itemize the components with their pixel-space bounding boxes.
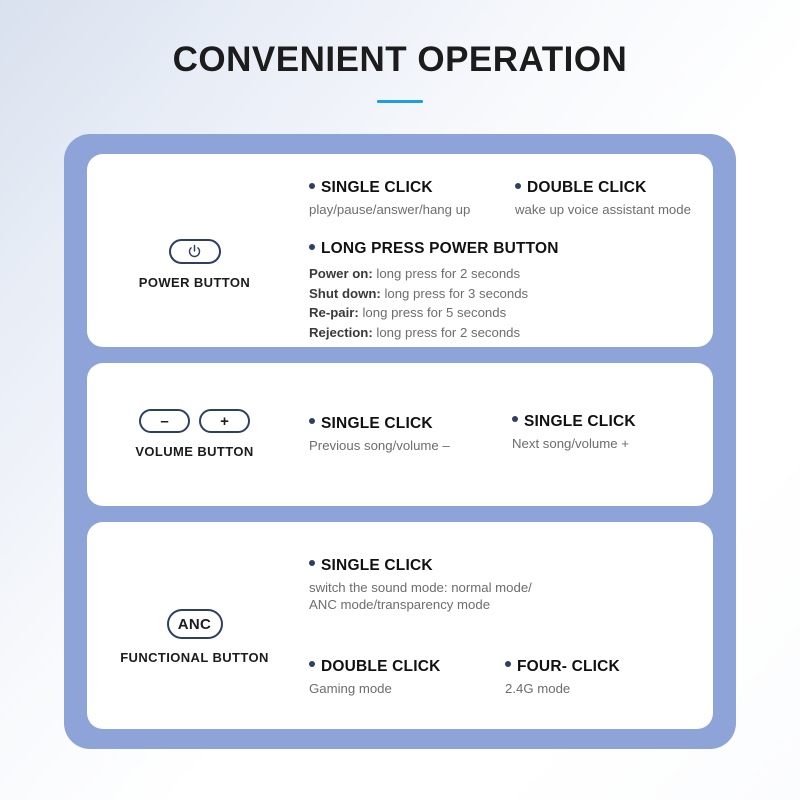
operation-panel: POWER BUTTON SINGLE CLICK play/pause/ans… — [64, 134, 736, 749]
spec-label: Rejection: — [309, 325, 373, 341]
page-title: CONVENIENT OPERATION — [172, 40, 628, 79]
spec-row: Rejection: long press for 2 seconds — [309, 323, 559, 343]
bullet-icon — [309, 182, 315, 189]
card-volume-button: – + VOLUME BUTTON SINGLE CLICK Previous … — [87, 362, 713, 506]
action-heading-text: DOUBLE CLICK — [527, 179, 647, 196]
action-single-click-previous: SINGLE CLICK Previous song/volume – — [309, 415, 450, 455]
bullet-icon — [515, 182, 521, 189]
action-description: Next song/volume + — [512, 435, 629, 451]
power-icon[interactable] — [168, 238, 221, 264]
action-heading: FOUR- CLICK — [505, 658, 620, 675]
volume-button-content: SINGLE CLICK Previous song/volume – SING… — [302, 363, 713, 506]
card-functional-button: ANC FUNCTIONAL BUTTON SINGLE CLICK switc… — [87, 521, 713, 729]
action-heading-text: SINGLE CLICK — [524, 412, 636, 430]
anc-label: ANC — [177, 615, 212, 633]
spec-label: Power on: — [309, 266, 373, 282]
action-heading: SINGLE CLICK — [309, 557, 559, 574]
volume-button-caption: VOLUME BUTTON — [135, 444, 254, 460]
action-single-click: SINGLE CLICK play/pause/answer/hang up — [309, 179, 470, 219]
action-heading-text: SINGLE CLICK — [321, 556, 433, 574]
action-description: play/pause/answer/hang up — [309, 202, 471, 218]
bullet-icon — [309, 243, 315, 250]
anc-icon[interactable]: ANC — [166, 609, 223, 640]
card-power-button: POWER BUTTON SINGLE CLICK play/pause/ans… — [87, 154, 713, 347]
bullet-icon — [309, 560, 315, 567]
action-heading: LONG PRESS POWER BUTTON — [309, 240, 559, 257]
spec-row: Re-pair: long press for 5 seconds — [309, 303, 559, 323]
action-double-click: DOUBLE CLICK wake up voice assistant mod… — [515, 179, 691, 219]
action-double-click: DOUBLE CLICK Gaming mode — [309, 658, 441, 698]
action-description: Previous song/volume – — [309, 437, 450, 453]
plus-sign: + — [220, 412, 229, 430]
action-heading: SINGLE CLICK — [309, 179, 470, 196]
action-single-click: SINGLE CLICK switch the sound mode: norm… — [309, 557, 559, 615]
spec-value: long press for 2 seconds — [376, 266, 521, 282]
action-single-click-next: SINGLE CLICK Next song/volume + — [512, 413, 636, 453]
power-button-icon-group: POWER BUTTON — [87, 154, 302, 347]
spec-value: long press for 2 seconds — [376, 325, 521, 341]
bullet-icon — [309, 418, 315, 425]
action-heading-text: SINGLE CLICK — [321, 179, 433, 196]
power-symbol-icon — [188, 244, 201, 257]
spec-label: Shut down: — [309, 285, 381, 301]
spec-row: Power on: long press for 2 seconds — [309, 264, 559, 284]
power-button-caption: POWER BUTTON — [138, 274, 251, 290]
title-accent-rule — [377, 100, 423, 104]
action-heading: DOUBLE CLICK — [515, 179, 691, 196]
bullet-icon — [512, 416, 518, 423]
action-description: Gaming mode — [309, 680, 392, 696]
spec-value: long press for 5 seconds — [362, 305, 507, 321]
action-heading: SINGLE CLICK — [512, 413, 636, 430]
action-heading-text: SINGLE CLICK — [321, 414, 433, 432]
bullet-icon — [505, 661, 511, 668]
power-button-content: SINGLE CLICK play/pause/answer/hang up D… — [302, 154, 713, 347]
minus-icon[interactable]: – — [139, 409, 190, 434]
long-press-spec-list: Power on: long press for 2 seconds Shut … — [309, 264, 559, 343]
action-four-click: FOUR- CLICK 2.4G mode — [505, 658, 620, 698]
action-heading-text: DOUBLE CLICK — [321, 657, 441, 675]
volume-pill-row: – + — [139, 409, 250, 434]
action-long-press: LONG PRESS POWER BUTTON Power on: long p… — [309, 240, 559, 343]
functional-button-icon-group: ANC FUNCTIONAL BUTTON — [87, 522, 302, 729]
spec-label: Re-pair: — [309, 305, 359, 321]
page-header: CONVENIENT OPERATION — [0, 40, 800, 104]
minus-sign: – — [160, 412, 169, 430]
spec-value: long press for 3 seconds — [384, 285, 529, 301]
spec-row: Shut down: long press for 3 seconds — [309, 284, 559, 304]
action-description: wake up voice assistant mode — [515, 202, 691, 218]
action-heading: SINGLE CLICK — [309, 415, 450, 432]
volume-button-icon-group: – + VOLUME BUTTON — [87, 363, 302, 506]
action-heading-text: FOUR- CLICK — [517, 657, 620, 675]
action-heading-text: LONG PRESS POWER BUTTON — [321, 240, 559, 257]
functional-button-content: SINGLE CLICK switch the sound mode: norm… — [302, 522, 713, 729]
action-description: switch the sound mode: normal mode/ ANC … — [309, 579, 532, 613]
bullet-icon — [309, 661, 315, 668]
plus-icon[interactable]: + — [199, 409, 250, 434]
action-description: 2.4G mode — [505, 680, 571, 696]
functional-button-caption: FUNCTIONAL BUTTON — [120, 650, 269, 666]
action-heading: DOUBLE CLICK — [309, 658, 441, 675]
